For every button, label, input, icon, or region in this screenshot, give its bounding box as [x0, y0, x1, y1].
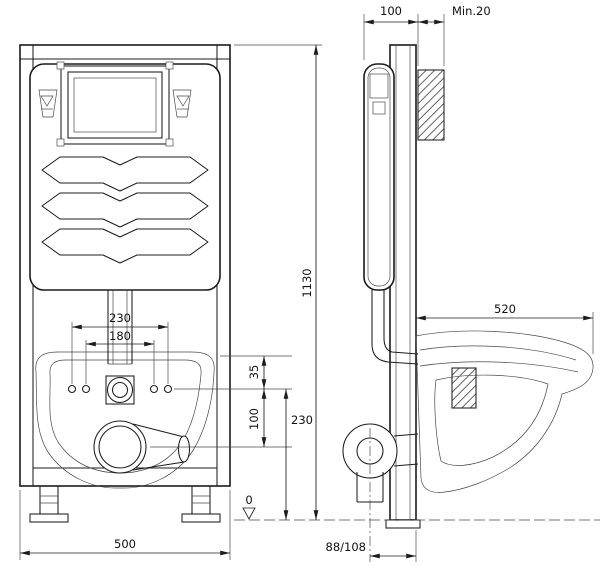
support-foot-right	[181, 486, 221, 523]
dim-label-wall-min: Min.20	[452, 4, 491, 18]
flush-plate-opening	[56, 61, 174, 147]
dim-label-bowl-projection: 520	[494, 302, 516, 316]
waste-outlet	[93, 420, 191, 474]
dim-label-width: 500	[114, 537, 136, 551]
dim-wall-min: Min.20	[418, 4, 491, 66]
toilet-bowl-side	[415, 330, 594, 493]
dim-outlet-offset: 88/108	[326, 530, 417, 562]
support-foot-left	[29, 486, 69, 523]
dim-label-supply-height: 230	[291, 413, 313, 427]
front-view: 230 180 500 1130 35 100	[19, 44, 322, 560]
dim-label-fixing-inner: 180	[109, 329, 131, 343]
dim-height-total: 1130	[234, 44, 322, 520]
wall-hatch	[417, 69, 445, 141]
datum-level: 0	[242, 493, 256, 520]
cistern-ribs	[41, 156, 209, 264]
dim-bowl-projection: 520	[416, 302, 594, 354]
dim-label-fixing-outer: 230	[109, 311, 131, 325]
datum-label: 0	[245, 493, 252, 507]
dim-side-chain: 35 100 230	[150, 355, 313, 520]
dim-label-supply-drop: 35	[247, 365, 261, 380]
side-view: 100 Min.20 520 88/108	[326, 4, 594, 562]
flush-pipe-side	[371, 290, 419, 365]
dim-label-height-total: 1130	[300, 268, 314, 297]
dim-width: 500	[19, 490, 231, 560]
cistern-side	[363, 63, 395, 291]
dim-fixing-outer: 230	[71, 311, 169, 384]
dim-label-outlet-drop: 100	[247, 408, 261, 430]
dim-label-outlet-offset: 88/108	[326, 540, 366, 554]
supply-connection	[105, 375, 135, 405]
dim-fixing-inner: 180	[85, 329, 155, 384]
dim-label-depth: 100	[380, 4, 402, 18]
spigot-seal	[451, 367, 477, 409]
fixing-holes	[67, 384, 173, 394]
water-level-marks	[38, 89, 192, 118]
